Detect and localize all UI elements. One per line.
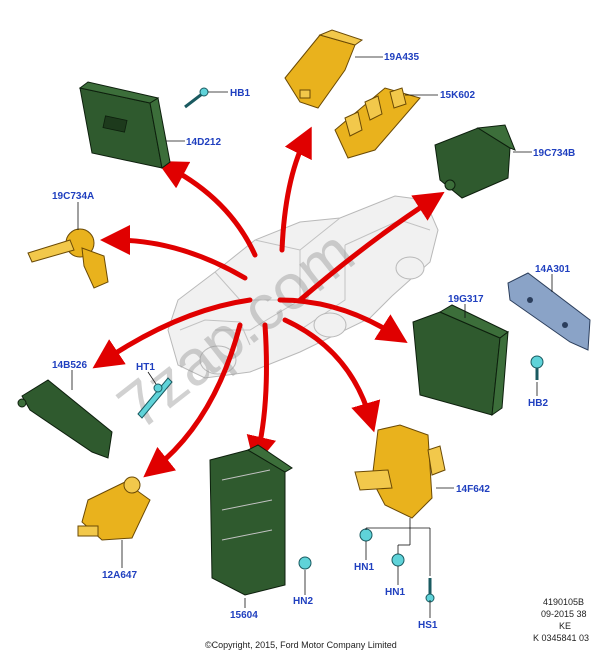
- part-19G317-module[interactable]: [412, 304, 509, 417]
- part-12A647-sensor[interactable]: [77, 476, 151, 541]
- part-HT1-fastener[interactable]: [137, 377, 173, 419]
- arrow-to-19G317: [277, 297, 408, 344]
- leader-lines: [71, 56, 553, 618]
- red-arrows: [92, 126, 445, 478]
- arrow-to-14B526: [92, 297, 253, 369]
- label-14A301: 14A301: [535, 264, 570, 275]
- part-HN2-nut[interactable]: [298, 556, 312, 570]
- part-14F642-bracket[interactable]: [354, 424, 446, 519]
- label-19C734A: 19C734A: [52, 191, 94, 202]
- ref-line-4: K 0345841 03: [533, 633, 589, 643]
- label-HN1-a: HN1: [354, 562, 374, 573]
- part-HN1-nut-a[interactable]: [359, 528, 373, 542]
- part-15K602-bracket[interactable]: [334, 87, 421, 159]
- part-19C734B-module[interactable]: [434, 124, 516, 199]
- part-HN1-nut-b[interactable]: [391, 553, 405, 567]
- label-19A435: 19A435: [384, 52, 419, 63]
- arrow-to-15604: [246, 322, 276, 467]
- label-15K602: 15K602: [440, 90, 475, 101]
- label-HT1: HT1: [136, 362, 155, 373]
- ref-line-2: 09-2015 38: [541, 609, 587, 619]
- arrow-to-12A647: [143, 322, 243, 478]
- label-19C734B: 19C734B: [533, 148, 575, 159]
- label-14D212: 14D212: [186, 137, 221, 148]
- part-14B526-module[interactable]: [17, 379, 113, 459]
- part-HB1-bolt[interactable]: [184, 87, 209, 109]
- label-14B526: 14B526: [52, 360, 87, 371]
- part-HS1-screw[interactable]: [425, 578, 435, 603]
- part-HB2-bolt[interactable]: [530, 355, 544, 380]
- label-12A647: 12A647: [102, 570, 137, 581]
- arrow-to-14D212: [156, 160, 258, 258]
- label-15604: 15604: [230, 610, 258, 621]
- part-15604-module[interactable]: [209, 444, 293, 596]
- part-19A435-bracket[interactable]: [284, 29, 364, 109]
- label-14F642: 14F642: [456, 484, 490, 495]
- label-19G317: 19G317: [448, 294, 484, 305]
- label-HN2: HN2: [293, 596, 313, 607]
- part-14D212-module[interactable]: [78, 81, 171, 169]
- label-HS1: HS1: [418, 620, 438, 631]
- label-HB2: HB2: [528, 398, 548, 409]
- part-19C734A-connector[interactable]: [27, 228, 109, 289]
- label-HN1-b: HN1: [385, 587, 405, 598]
- label-HB1: HB1: [230, 88, 250, 99]
- part-14A301-plate[interactable]: [507, 272, 591, 351]
- arrow-to-19A435: [279, 126, 312, 253]
- arrow-to-19C734A: [100, 225, 248, 281]
- arrow-to-19C734B: [297, 191, 445, 303]
- arrow-to-14F642: [282, 317, 381, 433]
- ref-line-1: 4190105B: [543, 597, 584, 607]
- ref-line-3: KE: [559, 621, 571, 631]
- copyright-text: ©Copyright, 2015, Ford Motor Company Lim…: [205, 640, 397, 650]
